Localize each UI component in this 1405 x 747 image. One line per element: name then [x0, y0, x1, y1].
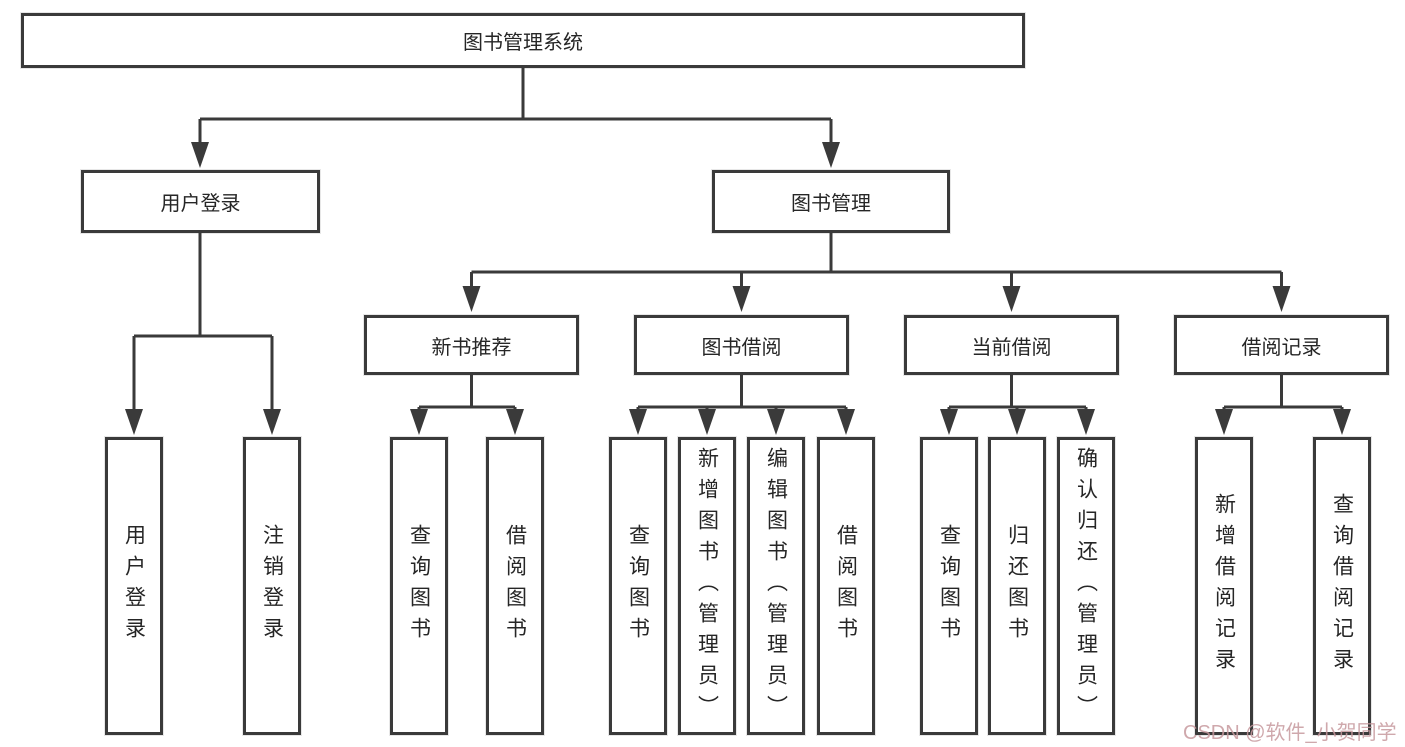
csdn-watermark: CSDN @软件_小贺同学	[1183, 722, 1397, 744]
arrowhead	[1077, 409, 1095, 435]
node-book-borrow-label: 图书借阅	[701, 336, 782, 359]
leaf-recommend-borrow-book-label: 借阅图书	[503, 524, 527, 648]
node-borrow-record: 借阅记录	[1174, 315, 1389, 375]
connector-recommend-to-leaves	[417, 375, 517, 412]
node-new-book-recommend-label: 新书推荐	[431, 336, 512, 359]
leaf-current-confirm-return-admin: 确认归还（管理员）	[1057, 437, 1115, 735]
arrowhead	[767, 409, 785, 435]
leaf-recommend-borrow-book: 借阅图书	[486, 437, 544, 735]
arrowhead	[822, 142, 840, 168]
node-root-system: 图书管理系统	[21, 13, 1025, 68]
arrowhead	[410, 409, 428, 435]
leaf-borrow-add-book-admin: 新增图书（管理员）	[678, 437, 736, 735]
node-book-management: 图书管理	[712, 170, 950, 233]
node-new-book-recommend: 新书推荐	[364, 315, 579, 375]
node-current-borrow: 当前借阅	[904, 315, 1119, 375]
leaf-current-return-book: 归还图书	[988, 437, 1046, 735]
connector-bookmgmt-to-level3	[470, 233, 1283, 288]
node-book-management-label: 图书管理	[791, 193, 871, 215]
connector-current-to-leaves	[947, 375, 1088, 412]
arrowhead	[629, 409, 647, 435]
leaf-borrow-query-book-label: 查询图书	[626, 524, 650, 648]
connector-borrow-to-leaves	[636, 375, 848, 412]
connector-userlogin-to-leaves	[132, 233, 274, 413]
leaf-user-login: 用户登录	[105, 437, 163, 735]
arrowhead	[698, 409, 716, 435]
arrowhead	[125, 409, 143, 435]
leaf-logout: 注销登录	[243, 437, 301, 735]
leaf-current-confirm-return-admin-label: 确认归还（管理员）	[1074, 446, 1098, 726]
leaf-user-login-label: 用户登录	[122, 524, 146, 648]
arrowhead	[1002, 286, 1021, 312]
leaf-borrow-borrow-book: 借阅图书	[817, 437, 875, 735]
leaf-borrow-add-book-admin-label: 新增图书（管理员）	[695, 446, 719, 726]
arrowhead	[1215, 409, 1233, 435]
leaf-current-query-book: 查询图书	[920, 437, 978, 735]
arrowhead	[732, 286, 751, 312]
leaf-current-return-book-label: 归还图书	[1005, 524, 1029, 648]
node-borrow-record-label: 借阅记录	[1241, 336, 1322, 359]
leaf-recommend-query-book: 查询图书	[390, 437, 448, 735]
arrowhead	[1333, 409, 1351, 435]
arrowhead	[462, 286, 481, 312]
node-current-borrow-label: 当前借阅	[971, 336, 1052, 359]
leaf-borrow-query-book: 查询图书	[609, 437, 667, 735]
arrowhead	[940, 409, 958, 435]
leaf-record-add-record: 新增借阅记录	[1195, 437, 1253, 735]
leaf-record-query-record: 查询借阅记录	[1313, 437, 1371, 735]
arrowhead	[191, 142, 209, 168]
leaf-borrow-borrow-book-label: 借阅图书	[834, 524, 858, 648]
leaf-borrow-edit-book-admin-label: 编辑图书（管理员）	[764, 446, 788, 726]
node-user-login: 用户登录	[81, 170, 320, 233]
leaf-recommend-query-book-label: 查询图书	[407, 524, 431, 648]
node-book-borrow: 图书借阅	[634, 315, 849, 375]
leaf-record-add-record-label: 新增借阅记录	[1212, 493, 1236, 679]
arrowhead	[1272, 286, 1291, 312]
leaf-logout-label: 注销登录	[260, 524, 284, 648]
arrowhead	[506, 409, 524, 435]
connector-root-to-level2	[198, 68, 833, 147]
arrowhead	[837, 409, 855, 435]
arrowhead	[263, 409, 281, 435]
leaf-record-query-record-label: 查询借阅记录	[1330, 493, 1354, 679]
node-root-label: 图书管理系统	[463, 32, 583, 54]
connector-record-to-leaves	[1222, 375, 1344, 412]
node-user-login-label: 用户登录	[160, 193, 241, 215]
leaf-current-query-book-label: 查询图书	[937, 524, 961, 648]
arrowhead	[1008, 409, 1026, 435]
leaf-borrow-edit-book-admin: 编辑图书（管理员）	[747, 437, 805, 735]
